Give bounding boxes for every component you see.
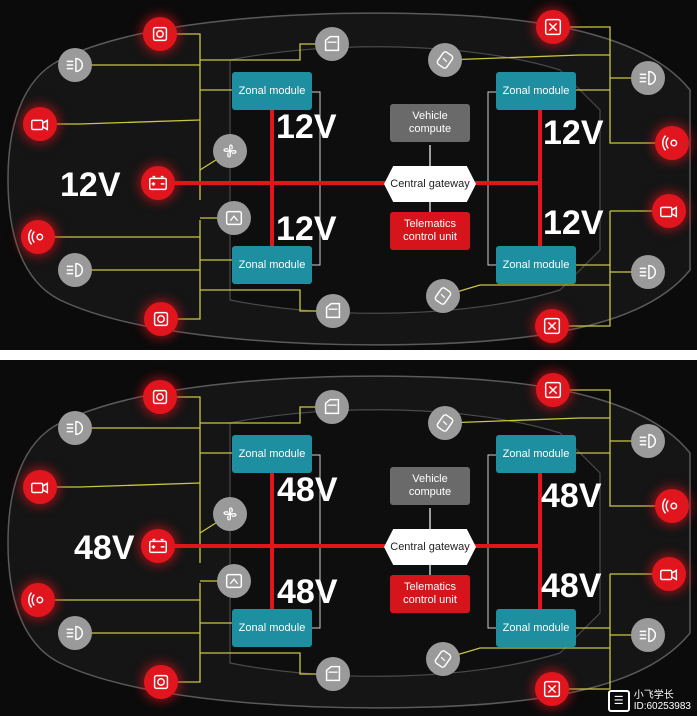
telematics-control-unit-box: Telematics control unit — [390, 575, 470, 613]
watermark-logo-icon: ☰ — [607, 690, 630, 712]
telematics-control-unit-box: Telematics control unit — [390, 212, 470, 250]
central-gateway-box: Central gateway — [384, 166, 476, 202]
vehicle-compute-box: Vehicle compute — [390, 104, 470, 142]
camera-icon — [23, 107, 57, 141]
voltage-label-front-left: 48V — [277, 471, 338, 509]
door-icon — [315, 27, 349, 61]
signal-wire — [609, 453, 672, 507]
voltage-label-rear-right: 12V — [543, 204, 604, 242]
voltage-label-front-right: 12V — [543, 114, 604, 152]
voltage-label-rear-right: 48V — [541, 567, 602, 605]
fan-icon — [213, 134, 247, 168]
radar-icon — [21, 220, 55, 254]
camera-icon — [652, 194, 686, 228]
signal-wire — [553, 389, 611, 454]
signal-wire — [487, 454, 496, 629]
headlight-icon — [58, 411, 92, 445]
radar-icon — [21, 583, 55, 617]
door-icon — [315, 390, 349, 424]
voltage-label-rear-left: 12V — [276, 210, 337, 248]
zonal-module-rear-right: Zonal module — [496, 246, 576, 284]
speaker-icon — [144, 665, 178, 699]
speaker-icon — [144, 302, 178, 336]
zonal-module-rear-left: Zonal module — [232, 609, 312, 647]
signal-wire — [444, 54, 610, 61]
watermark-id: ID:60253983 — [633, 701, 691, 712]
speaker-icon — [143, 17, 177, 51]
rain-sensor-icon — [426, 279, 460, 313]
signal-wire — [487, 91, 496, 266]
signal-wire — [444, 417, 610, 424]
rain-sensor-icon — [428, 406, 462, 440]
camera-icon — [23, 470, 57, 504]
signal-wire — [553, 26, 611, 91]
window-switch-icon — [217, 201, 251, 235]
zonal-module-rear-left: Zonal module — [232, 246, 312, 284]
signal-wire — [310, 91, 321, 266]
headlight-icon — [631, 424, 665, 458]
signal-wire — [609, 90, 672, 144]
airbag-icon — [535, 672, 569, 706]
airbag-icon — [536, 373, 570, 407]
headlight-icon — [58, 616, 92, 650]
headlight-icon — [631, 255, 665, 289]
door-icon — [316, 657, 350, 691]
speaker-icon — [143, 380, 177, 414]
watermark-name: 小飞学长 — [633, 690, 674, 701]
headlight-icon — [631, 61, 665, 95]
headlight-icon — [58, 253, 92, 287]
signal-wire — [552, 574, 611, 690]
vehicle-compute-box: Vehicle compute — [390, 467, 470, 505]
zonal-module-rear-right: Zonal module — [496, 609, 576, 647]
signal-wire — [552, 211, 611, 327]
voltage-label-battery: 48V — [74, 529, 135, 567]
voltage-label-front-right: 48V — [541, 477, 602, 515]
rain-sensor-icon — [426, 642, 460, 676]
radar-icon — [655, 126, 689, 160]
signal-wire — [310, 454, 321, 629]
voltage-label-battery: 12V — [60, 166, 121, 204]
airbag-icon — [536, 10, 570, 44]
window-switch-icon — [217, 564, 251, 598]
zonal-module-front-right: Zonal module — [496, 72, 576, 110]
voltage-label-rear-left: 48V — [277, 573, 338, 611]
door-icon — [316, 294, 350, 328]
zonal-module-front-right: Zonal module — [496, 435, 576, 473]
headlight-icon — [58, 48, 92, 82]
battery-icon — [141, 529, 175, 563]
airbag-icon — [535, 309, 569, 343]
fan-icon — [213, 497, 247, 531]
zonal-module-front-left: Zonal module — [232, 435, 312, 473]
central-gateway-box: Central gateway — [384, 529, 476, 565]
zonal-module-front-left: Zonal module — [232, 72, 312, 110]
rain-sensor-icon — [428, 43, 462, 77]
voltage-label-front-left: 12V — [276, 108, 337, 146]
headlight-icon — [631, 618, 665, 652]
radar-icon — [655, 489, 689, 523]
camera-icon — [652, 557, 686, 591]
battery-icon — [141, 166, 175, 200]
